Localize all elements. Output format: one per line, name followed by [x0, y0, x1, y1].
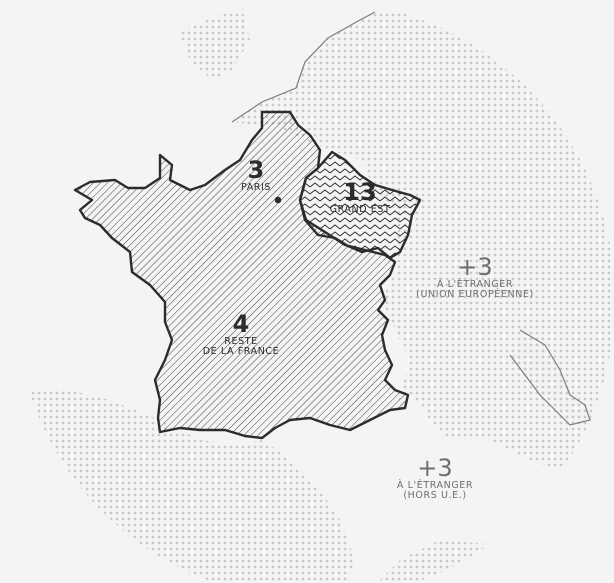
- abroad-non-eu-value: +3: [417, 454, 453, 482]
- north-africa-landmass: [360, 540, 614, 583]
- abroad-eu-caption-line2: (UNION EUROPéENNE): [416, 289, 534, 301]
- france-region-rest: [73, 110, 410, 440]
- italy-coastline: [509, 329, 591, 426]
- paris-caption: PARIS: [240, 182, 272, 194]
- neighbour-coastline: [231, 11, 376, 123]
- italy-landmass: [510, 330, 590, 425]
- paris-value: 3: [247, 156, 265, 184]
- dot-icon: [274, 196, 282, 204]
- rest-caption-line2: DE LA FRANCE: [202, 346, 280, 358]
- rest-value: 4: [232, 310, 250, 338]
- label-abroad-non-eu: +3 à L'éTRANGER (HORS U.E.): [370, 454, 500, 502]
- rest-caption-line1: RESTE: [224, 336, 258, 348]
- britain-landmass: [170, 0, 250, 80]
- abroad-non-eu-caption-line2: (HORS U.E.): [403, 490, 467, 502]
- label-grand-est: 13 GRAND EST: [305, 178, 415, 216]
- abroad-non-eu-caption-line1: à L'éTRANGER: [396, 480, 474, 492]
- abroad-eu-value: +3: [457, 253, 493, 281]
- grand-est-caption: GRAND EST: [329, 204, 391, 216]
- france-region-grand-est: [298, 150, 422, 260]
- label-rest-of-france: 4 RESTE DE LA FRANCE: [186, 310, 296, 358]
- grand-est-value: 13: [343, 178, 377, 206]
- abroad-eu-caption-line1: à L'éTRANGER: [436, 279, 514, 291]
- label-abroad-eu: +3 à L'éTRANGER (UNION EUROPéENNE): [400, 253, 550, 301]
- label-paris: 3 PARIS: [226, 156, 286, 194]
